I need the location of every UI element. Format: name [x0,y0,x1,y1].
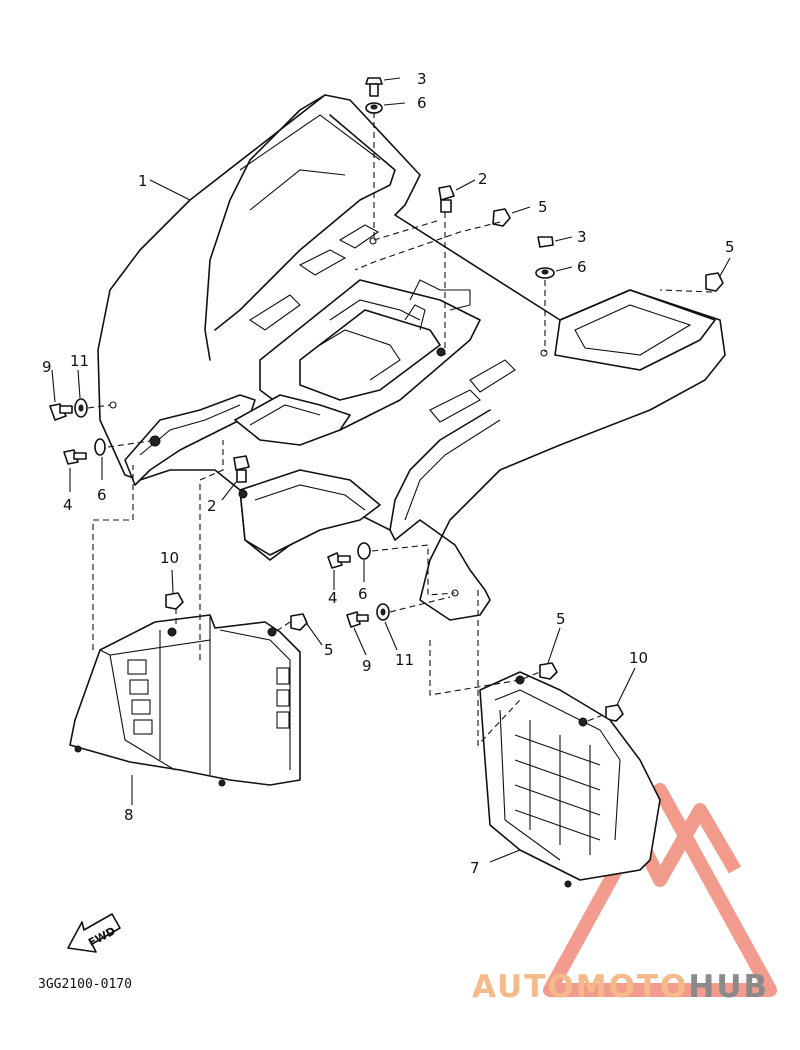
bolt-2-left [233,455,250,483]
collar-6-right [535,267,555,279]
leader-lines [51,77,731,863]
callout-6-right: 6 [577,258,587,276]
callout-6-mid: 6 [358,585,368,603]
callout-9-mid: 9 [362,657,372,675]
watermark-text: AUTOMOTOHUB [472,969,769,1005]
bolt-4-mid [327,552,351,569]
callout-3-top: 3 [417,70,427,88]
callout-2-right: 2 [478,170,488,188]
callout-6-top: 6 [417,94,427,112]
mud-flap-8 [69,614,301,787]
callout-10-right: 10 [629,649,648,667]
callout-4-mid: 4 [328,589,338,607]
callout-7: 7 [470,859,480,877]
fwd-direction-arrow: FWD [67,913,121,953]
collar-6-left [94,438,106,456]
callout-11-mid: 11 [395,651,414,669]
nut-5-c [290,613,308,631]
callouts: 1 2 2 3 3 4 4 5 5 5 5 6 6 6 6 7 8 9 9 10… [42,70,735,877]
nut-5-b [705,272,724,292]
callout-11-left: 11 [70,352,89,370]
bolt-9-left [49,403,73,421]
collar-6-mid [357,542,371,560]
rear-fender-body [97,94,726,621]
callout-5-c: 5 [324,641,334,659]
callout-8: 8 [124,806,134,824]
washer-11-left [74,398,88,418]
callout-1: 1 [138,172,148,190]
bolt-3-top [365,77,383,97]
bolt-9-mid [346,611,369,628]
callout-4-left: 4 [63,496,73,514]
bolt-3-right [537,236,554,248]
callout-5-d: 5 [556,610,566,628]
callout-6-left: 6 [97,486,107,504]
callout-2-left: 2 [207,497,217,515]
watermark-brand-part1: AUTOMOTO [472,969,688,1005]
callout-5-a: 5 [538,198,548,216]
nut-5-d [539,662,558,680]
watermark-brand-part2: HUB [688,969,769,1005]
callout-3-right: 3 [577,228,587,246]
callout-5-b: 5 [725,238,735,256]
callout-10-left: 10 [160,549,179,567]
bolt-4-left [63,449,87,465]
assembly-lines [87,112,713,747]
collar-6-top [365,102,383,114]
washer-11-mid [376,603,390,621]
mud-flap-7 [479,671,661,888]
nut-5-a [492,208,511,227]
bolt-2-right [438,185,455,213]
callout-9-left: 9 [42,358,52,376]
part-code: 3GG2100-0170 [38,977,132,992]
nut-10-left [165,592,184,610]
